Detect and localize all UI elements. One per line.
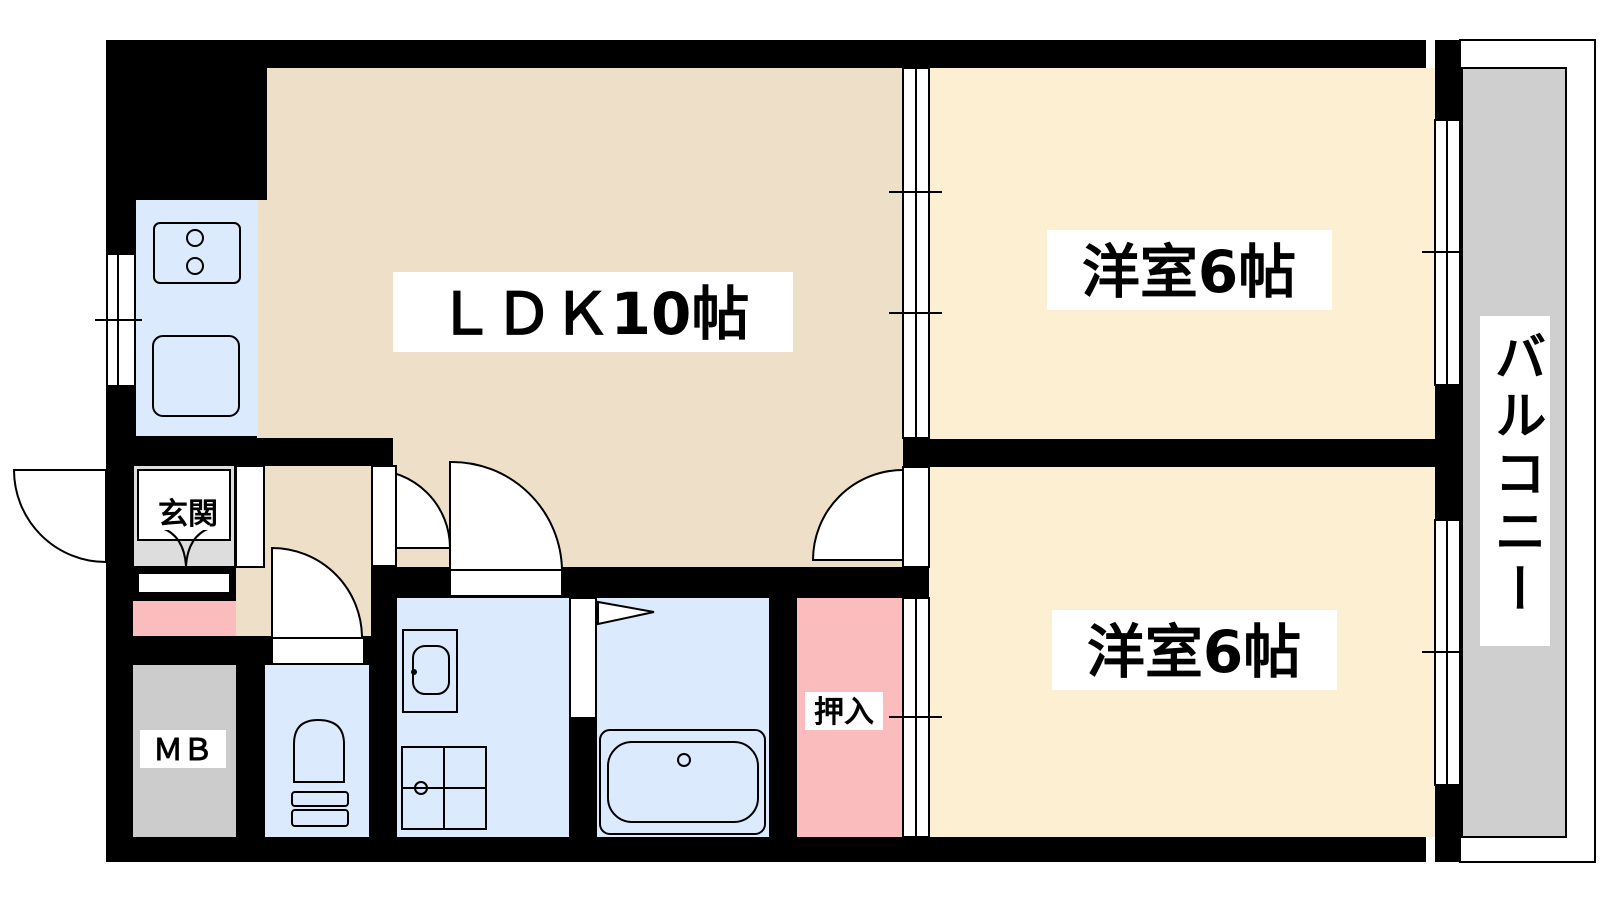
toilet-door-swing (271, 546, 364, 639)
bathtub-inner-icon (607, 741, 759, 823)
closet-label: 押入 (814, 695, 874, 730)
bathroom-floor (597, 598, 769, 837)
toilet-tank-icon (291, 809, 349, 827)
kitchen-counter (136, 200, 258, 436)
bathroom-folding-door (597, 600, 655, 626)
bathtub-drain-icon (677, 753, 691, 767)
western2-label-bg (1052, 610, 1337, 690)
door-swing-western2 (811, 469, 904, 561)
entrance-step (137, 572, 231, 594)
stove-icon (153, 222, 241, 284)
entrance-closet (133, 601, 236, 636)
western-room-1-label: 洋室6帖 (1082, 238, 1296, 306)
front-door-swing (12, 469, 107, 564)
bathroom-door-frame (569, 597, 597, 719)
door-jamb (902, 466, 930, 568)
washer-drain-icon (414, 781, 428, 795)
ldk-label: ＬＤＫ10帖 (437, 280, 750, 348)
toilet-door-jamb (271, 637, 365, 665)
kitchen-sink-icon (152, 335, 240, 417)
meter-box-label-bg (140, 730, 226, 768)
toilet-icon (293, 718, 345, 783)
washroom-door-swing (449, 460, 564, 571)
washroom-door-jamb (449, 569, 563, 597)
wall-between-western (903, 439, 1460, 467)
burner-icon (186, 229, 204, 247)
western1-label-bg (1047, 230, 1332, 310)
entrance-label-bg (150, 494, 226, 530)
burner-icon (186, 257, 204, 275)
bathtub-icon (599, 729, 766, 835)
western-room-2-label: 洋室6帖 (1087, 618, 1301, 686)
closet-label-bg (805, 692, 883, 730)
washroom-floor (397, 598, 569, 837)
balcony-label-bg (1480, 316, 1550, 646)
toilet-tank-icon (291, 791, 349, 807)
toilet-floor (265, 665, 369, 837)
wash-basin-icon (402, 629, 458, 713)
drain-icon (411, 669, 417, 675)
meter-box-label: ＭＢ (153, 733, 213, 768)
hallway-jamb (235, 465, 265, 568)
ldk-label-bg (393, 272, 793, 352)
hall-door-jamb (371, 465, 397, 567)
balcony-label: バルコニー (1485, 330, 1545, 620)
entrance-label: 玄関 (158, 497, 218, 532)
